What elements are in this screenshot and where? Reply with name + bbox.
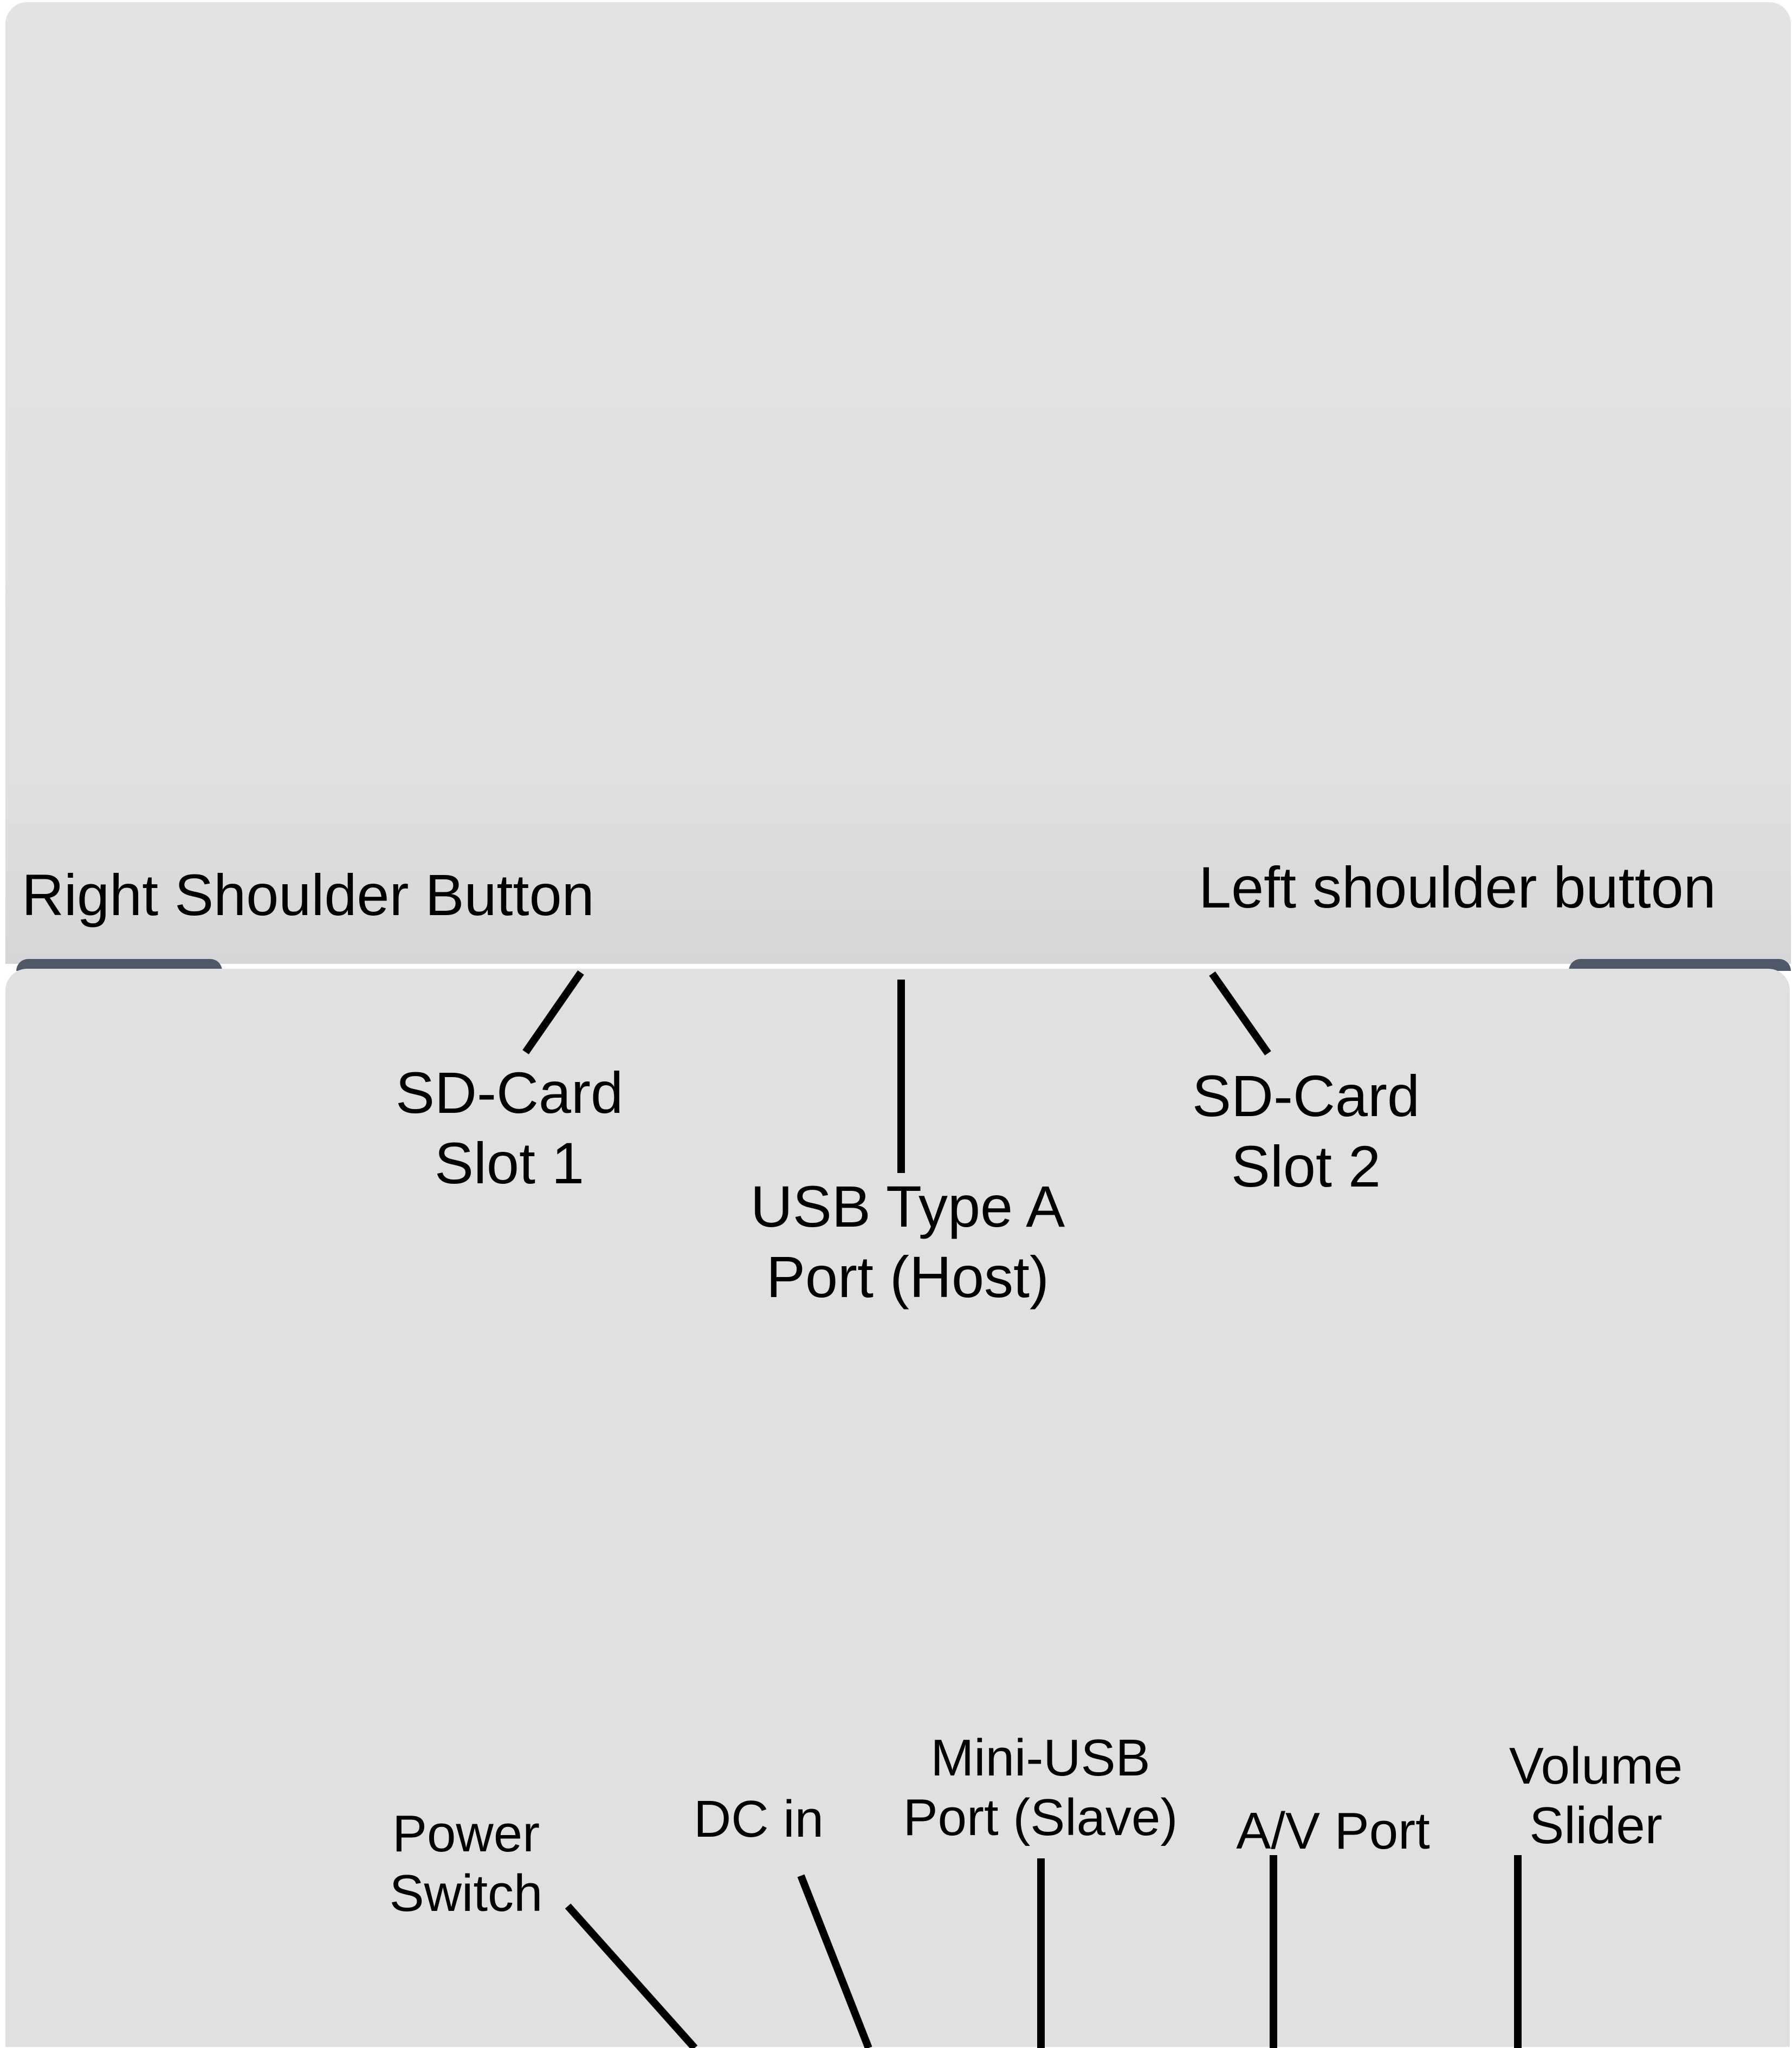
mini-usb-port-line-1: Mini-USB (930, 1729, 1150, 1787)
right-shoulder-button-label: Right Shoulder Button (22, 862, 594, 928)
top-panel (5, 2, 1791, 964)
usb-type-a-port-line-2: Port (Host) (766, 1244, 1050, 1310)
usb-type-a-port-label: USB Type A Port (Host) (723, 1171, 1092, 1312)
power-switch-label: Power Switch (368, 1804, 564, 1923)
sd-card-slot-1-leader (522, 970, 584, 1054)
dc-in-label: DC in (693, 1790, 824, 1848)
power-switch-leader (565, 1903, 698, 2048)
sd-card-slot-1-line-1: SD-Card (395, 1060, 624, 1125)
sd-card-slot-2-leader (1209, 971, 1271, 1056)
sd-card-slot-2-label: SD-Card Slot 2 (1176, 1061, 1436, 1202)
power-switch-line-2: Switch (389, 1864, 543, 1922)
volume-slider-line-1: Volume (1509, 1737, 1683, 1795)
av-port-label: A/V Port (1236, 1802, 1430, 1860)
left-shoulder-button-shape (1569, 959, 1791, 971)
mini-usb-port-line-2: Port (Slave) (903, 1788, 1178, 1846)
power-switch-line-1: Power (392, 1805, 540, 1863)
sd-card-slot-1-line-2: Slot 1 (434, 1130, 585, 1196)
mini-usb-port-label: Mini-USB Port (Slave) (878, 1728, 1203, 1848)
left-shoulder-button-label: Left shoulder button (1199, 854, 1716, 920)
sd-card-slot-2-line-2: Slot 2 (1231, 1133, 1381, 1199)
right-shoulder-button-shape (16, 959, 222, 971)
sd-card-slot-2-line-1: SD-Card (1192, 1063, 1420, 1129)
volume-slider-label: Volume Slider (1474, 1736, 1718, 1856)
dc-in-leader (797, 1874, 872, 2048)
sd-card-slot-1-label: SD-Card Slot 1 (379, 1058, 639, 1198)
usb-type-a-port-line-1: USB Type A (750, 1174, 1065, 1239)
volume-slider-line-2: Slider (1529, 1797, 1662, 1855)
